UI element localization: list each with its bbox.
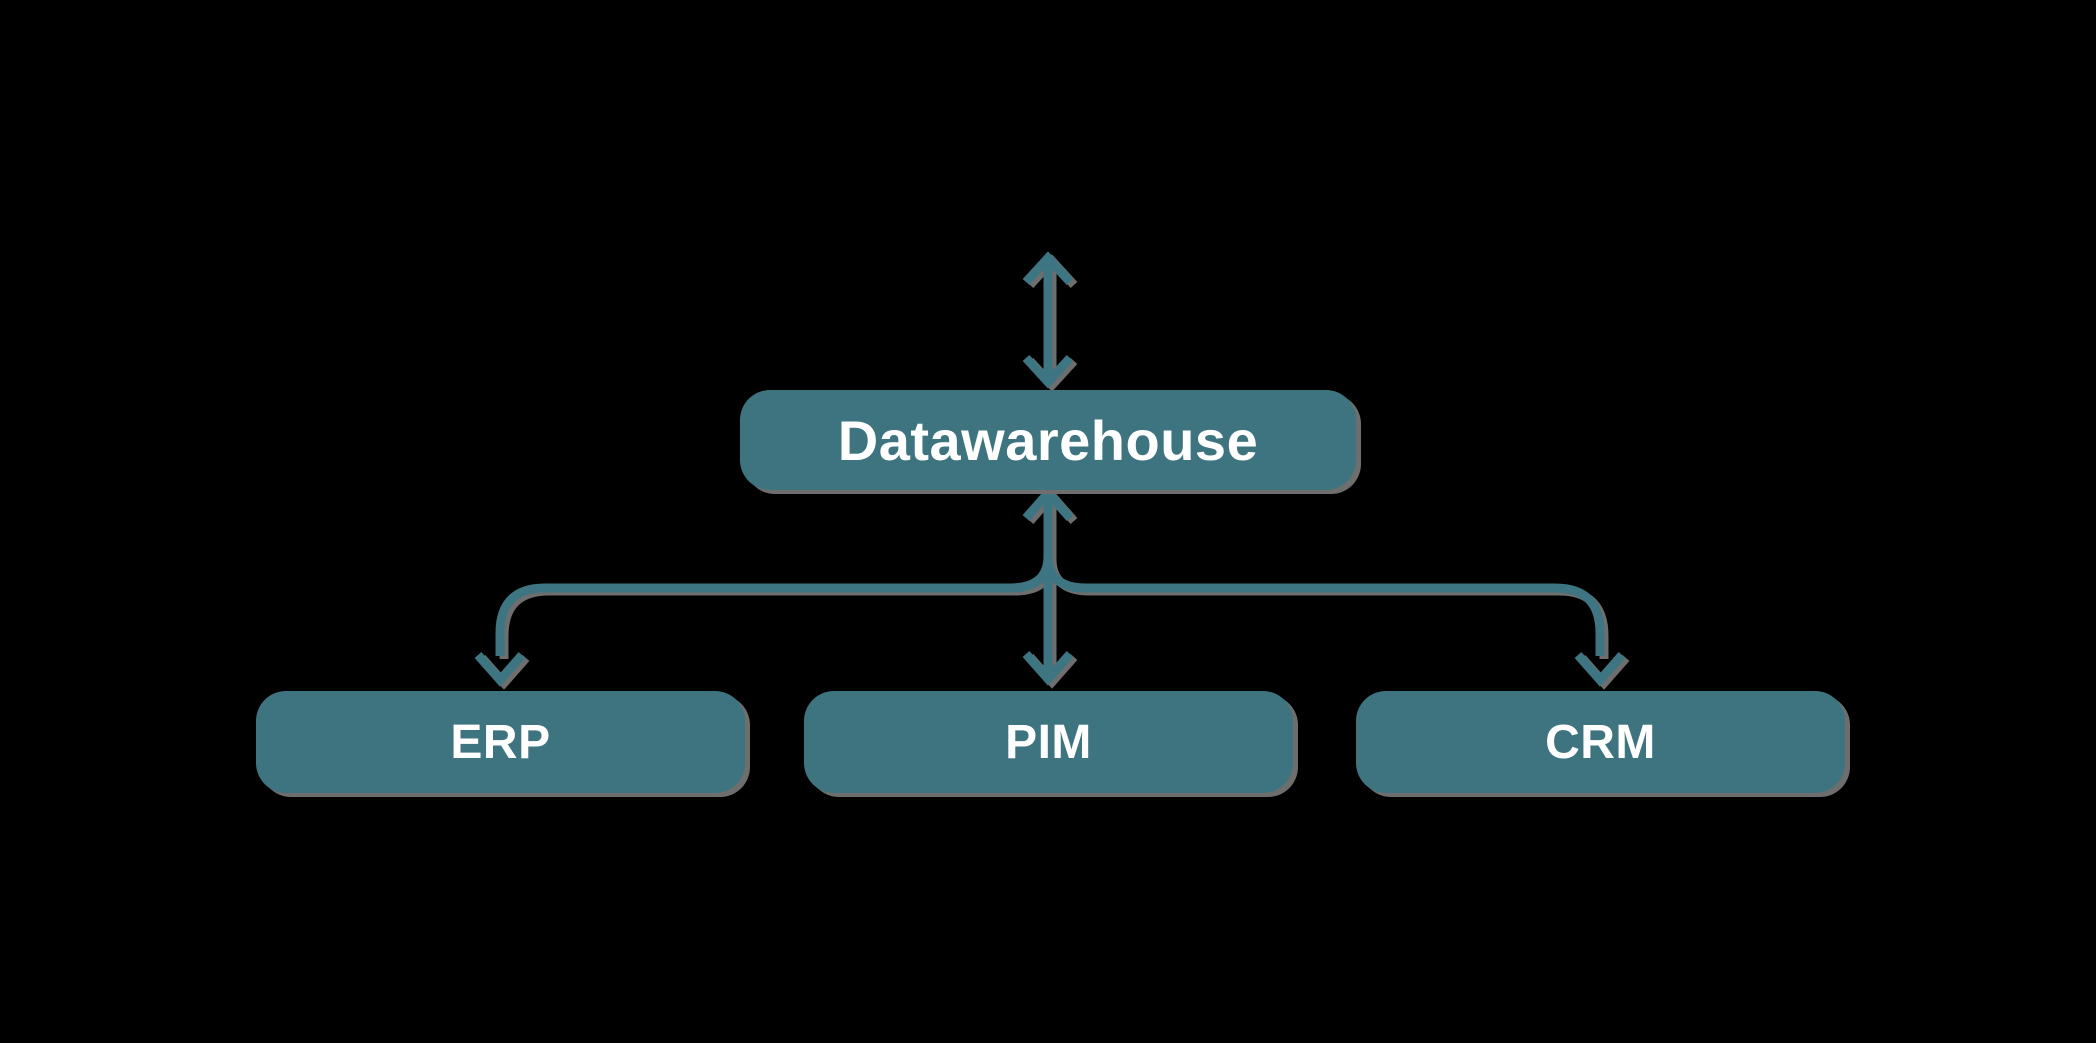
down-arrow-into-pim-icon <box>1022 588 1074 686</box>
node-erp: ERP <box>256 691 745 793</box>
external-double-arrow-icon <box>1022 251 1074 389</box>
node-crm: CRM <box>1356 691 1845 793</box>
down-arrowhead-into-crm-icon <box>1574 652 1626 687</box>
node-datawarehouse-label: Datawarehouse <box>837 408 1259 472</box>
node-crm-label: CRM <box>1545 715 1656 769</box>
node-pim: PIM <box>804 691 1293 793</box>
down-arrowhead-into-erp-icon <box>474 652 526 687</box>
node-pim-label: PIM <box>1005 715 1092 769</box>
node-erp-label: ERP <box>450 715 551 769</box>
node-datawarehouse: Datawarehouse <box>740 390 1356 490</box>
branch-rail-connector <box>474 555 1626 687</box>
